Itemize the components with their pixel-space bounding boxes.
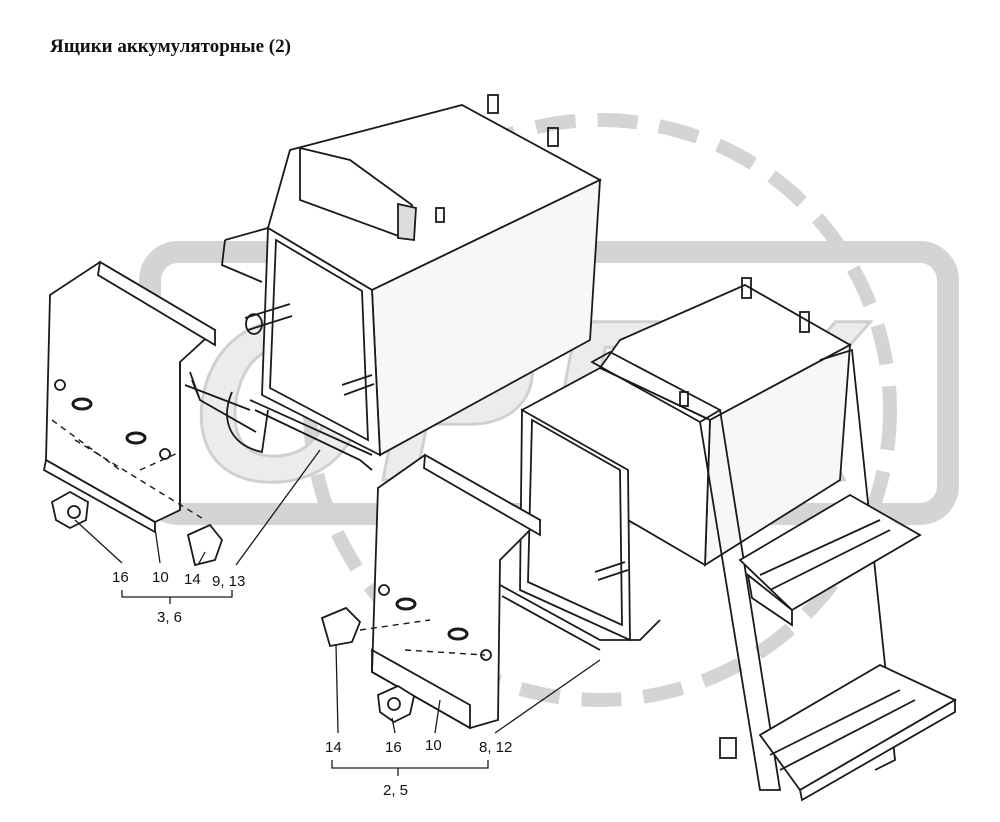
callout-left-14: 14 bbox=[184, 571, 201, 588]
leader-lines bbox=[74, 449, 601, 776]
callout-right-8-12: 8, 12 bbox=[479, 739, 512, 756]
callout-right-14: 14 bbox=[325, 739, 342, 756]
callout-left-10: 10 bbox=[152, 569, 169, 586]
diagram-title: Ящики аккумуляторные (2) bbox=[50, 36, 291, 57]
left-cover bbox=[42, 260, 224, 567]
callout-left-16: 16 bbox=[112, 569, 129, 586]
callout-right-10: 10 bbox=[425, 737, 442, 754]
right-cover bbox=[320, 453, 542, 730]
callout-left-group: 3, 6 bbox=[157, 609, 182, 626]
lower-battery-box bbox=[499, 277, 852, 651]
callout-right-16: 16 bbox=[385, 739, 402, 756]
callout-right-group: 2, 5 bbox=[383, 782, 408, 799]
access-ladder bbox=[590, 348, 957, 802]
upper-battery-box bbox=[184, 94, 602, 471]
callout-left-9-13: 9, 13 bbox=[212, 573, 245, 590]
